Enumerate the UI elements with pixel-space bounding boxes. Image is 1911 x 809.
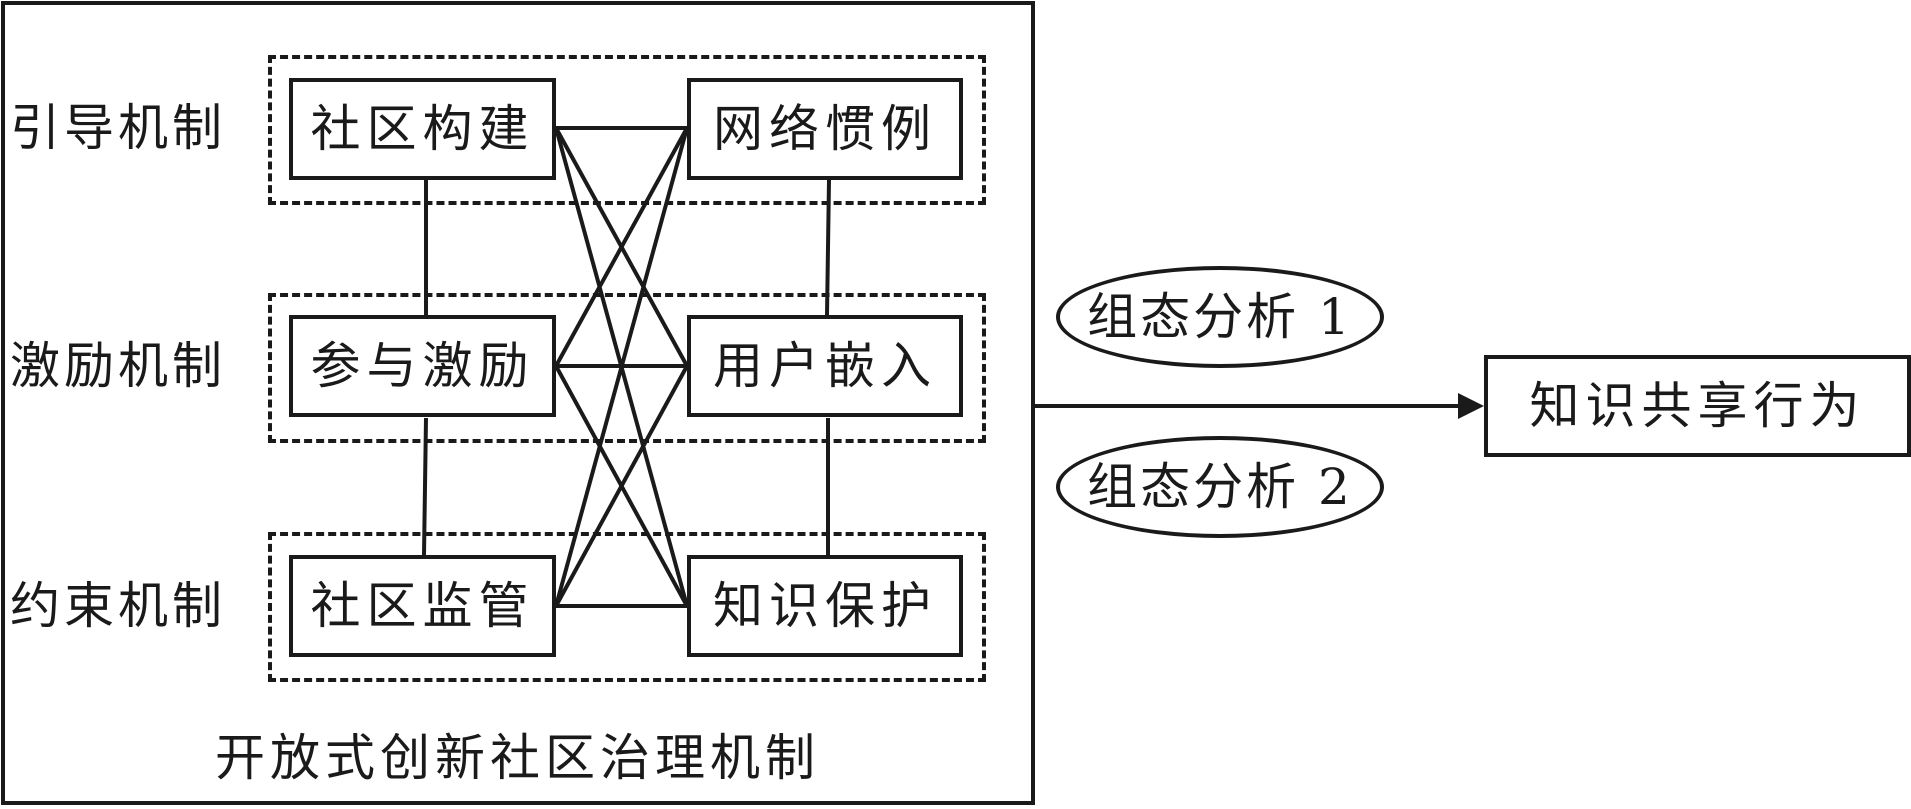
group-constraint xyxy=(268,532,986,682)
governance-mechanism-frame xyxy=(1,1,1035,805)
analysis-ellipse-2: 组态分析 2 xyxy=(1056,436,1384,538)
node-user-embedding: 用户嵌入 xyxy=(687,315,963,417)
node-community-building: 社区构建 xyxy=(289,78,556,180)
link-right-1-2 xyxy=(825,179,831,316)
link-x-l2-r1 xyxy=(554,127,689,367)
node-knowledge-protection: 知识保护 xyxy=(687,555,963,657)
frame-title: 开放式创新社区治理机制 xyxy=(215,729,820,787)
node-community-supervision: 社区监管 xyxy=(289,555,556,657)
analysis-ellipse-1: 组态分析 1 xyxy=(1056,266,1384,368)
outcome-box: 知识共享行为 xyxy=(1484,355,1911,457)
link-left-2-3 xyxy=(422,417,428,556)
node-participation-incentive: 参与激励 xyxy=(289,315,556,417)
arrow-head-icon xyxy=(1458,393,1484,419)
link-x-l3-r2 xyxy=(554,365,689,607)
row-label-constraint: 约束机制 xyxy=(10,577,226,635)
node-network-norms: 网络惯例 xyxy=(687,78,963,180)
row-label-incentive: 激励机制 xyxy=(10,337,226,395)
row-label-guidance: 引导机制 xyxy=(10,99,226,157)
group-incentive xyxy=(268,293,986,443)
link-x-l3-r1 xyxy=(554,127,689,607)
group-guidance xyxy=(268,55,986,205)
